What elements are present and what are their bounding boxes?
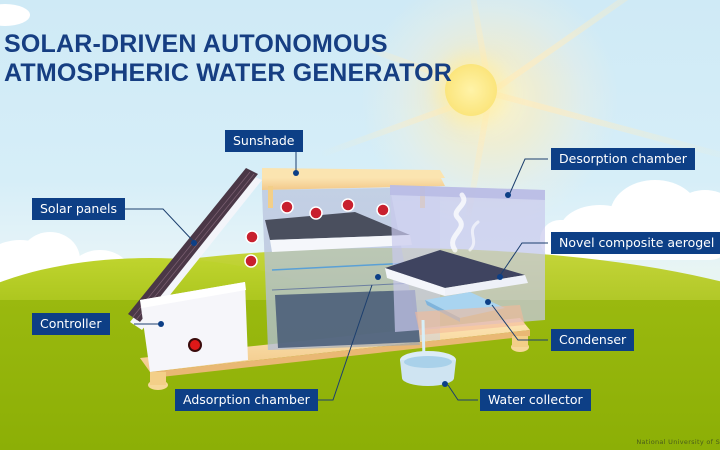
sun-icon [445, 64, 497, 116]
label-adsorption-chamber: Adsorption chamber [175, 389, 318, 411]
label-controller: Controller [32, 313, 110, 335]
power-indicator-icon [190, 340, 200, 350]
label-water-collector: Water collector [480, 389, 591, 411]
label-condenser: Condenser [551, 329, 635, 351]
label-novel-composite-aerogel: Novel composite aerogel [551, 232, 720, 254]
image-credit: National University of S [636, 438, 720, 446]
title-line-2: ATMOSPHERIC WATER GENERATOR [4, 59, 453, 87]
title-line-1: SOLAR-DRIVEN AUTONOMOUS [4, 30, 388, 58]
label-desorption-chamber: Desorption chamber [551, 148, 695, 170]
label-sunshade: Sunshade [225, 130, 303, 152]
label-solar-panels: Solar panels [32, 198, 126, 220]
controller-box [140, 282, 248, 372]
cloud [0, 4, 30, 26]
composite-aerogel-tray [385, 250, 525, 288]
diagram-title: SOLAR-DRIVEN AUTONOMOUS ATMOSPHERIC WATE… [4, 30, 452, 88]
